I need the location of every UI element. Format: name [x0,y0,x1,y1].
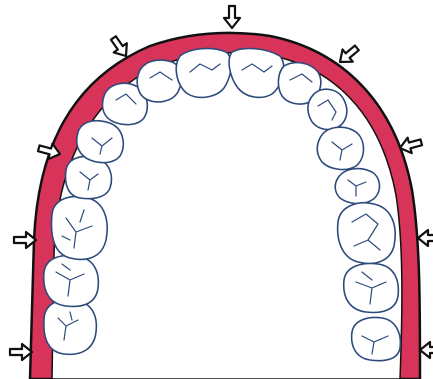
right-molar-1 [338,203,396,264]
pressure-arrow-icon [10,344,32,360]
pressure-arrow-icon [418,230,433,246]
pressure-arrow-icon [224,6,240,28]
right-molar-3 [352,318,401,361]
left-central-incisor [176,49,231,98]
left-premolar-1 [77,121,124,163]
left-molar-2 [44,256,99,307]
left-molar-1 [52,197,108,260]
right-premolar-1 [317,127,363,169]
left-molar-3 [44,300,96,355]
pressure-arrow-icon [420,342,433,358]
right-premolar-2 [335,169,379,204]
right-canine [308,89,347,129]
left-lateral-incisor [137,60,181,102]
right-molar-2 [344,264,399,313]
